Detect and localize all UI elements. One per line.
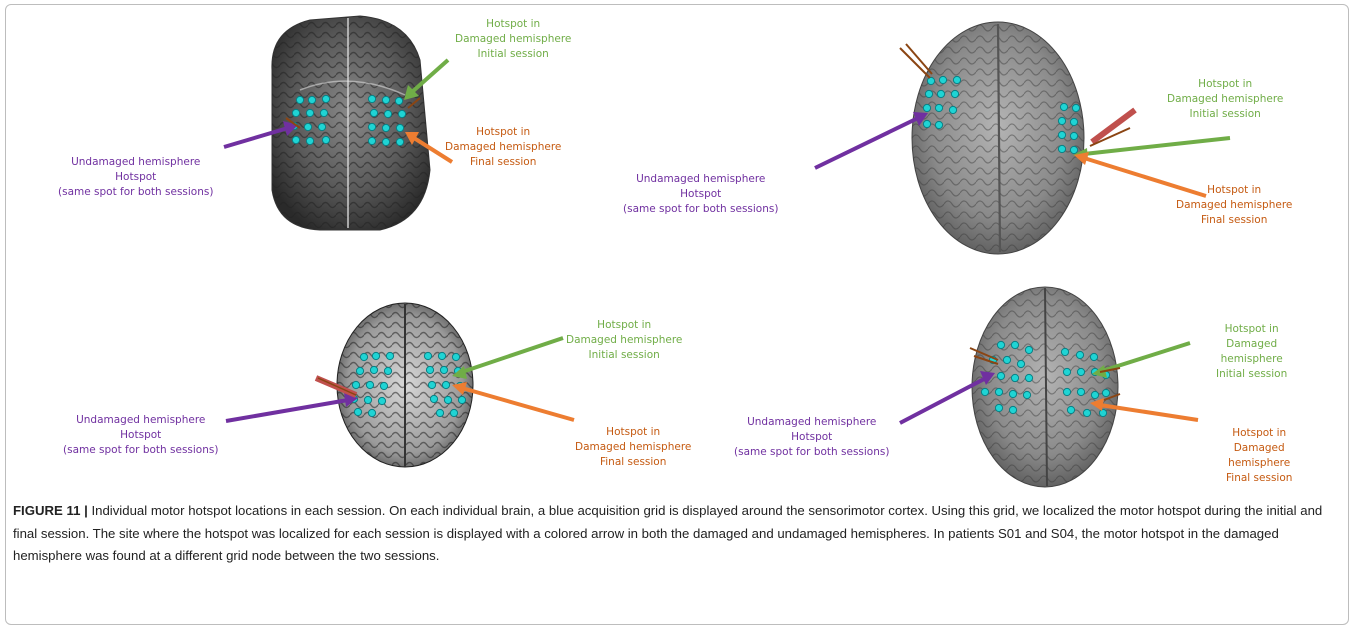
- label-green-top-right: Hotspot inDamaged hemisphereInitial sess…: [1167, 77, 1283, 122]
- brain-top-right: [912, 22, 1084, 254]
- label-orange-bottom-left: Hotspot inDamaged hemisphereFinal sessio…: [575, 425, 691, 470]
- label-purple-bottom-left: Undamaged hemisphereHotspot(same spot fo…: [63, 413, 218, 458]
- label-orange-top-left: Hotspot inDamaged hemisphereFinal sessio…: [445, 125, 561, 170]
- label-green-bottom-left: Hotspot inDamaged hemisphereInitial sess…: [566, 318, 682, 363]
- label-purple-top-left: Undamaged hemisphereHotspot(same spot fo…: [58, 155, 213, 200]
- label-orange-bottom-right: Hotspot inDamagedhemisphereFinal session: [1226, 426, 1292, 486]
- figure-caption: FIGURE 11 | Individual motor hotspot loc…: [13, 500, 1339, 568]
- caption-text: Individual motor hotspot locations in ea…: [13, 503, 1322, 563]
- brain-bottom-right: [972, 287, 1118, 487]
- label-purple-top-right: Undamaged hemisphereHotspot(same spot fo…: [623, 172, 778, 217]
- label-green-bottom-right: Hotspot inDamagedhemisphereInitial sessi…: [1216, 322, 1287, 382]
- label-orange-top-right: Hotspot inDamaged hemisphereFinal sessio…: [1176, 183, 1292, 228]
- label-green-top-left: Hotspot inDamaged hemisphereInitial sess…: [455, 17, 571, 62]
- label-purple-bottom-right: Undamaged hemisphereHotspot(same spot fo…: [734, 415, 889, 460]
- figure-label: FIGURE 11 |: [13, 503, 88, 518]
